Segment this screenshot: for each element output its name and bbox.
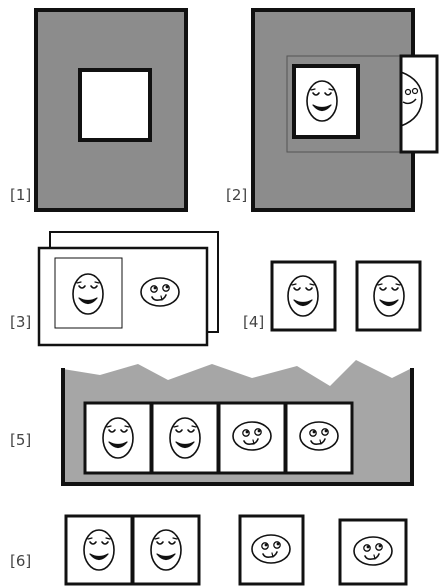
step-2-frame — [251, 8, 439, 212]
step-6-prints — [64, 514, 408, 586]
step-2-slide-card — [399, 54, 439, 154]
step-label-2: [2] — [226, 186, 248, 204]
step-label-3: [3] — [10, 313, 32, 331]
step-label-5: [5] — [10, 431, 32, 449]
step-label-6: [6] — [10, 552, 32, 570]
step-5-tray — [61, 360, 414, 486]
step-label-1: [1] — [10, 186, 32, 204]
step-4-cards — [270, 260, 422, 332]
step-label-4: [4] — [243, 313, 265, 331]
step-3-cards — [37, 231, 219, 347]
step-1-frame — [34, 8, 188, 212]
